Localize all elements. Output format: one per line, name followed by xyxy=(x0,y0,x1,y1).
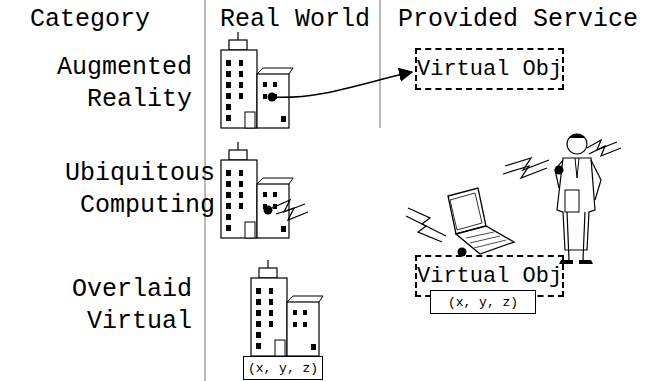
coordinate-box: (x, y, z) xyxy=(430,290,536,314)
table-label: Category xyxy=(30,4,200,36)
table-label: Augmented Reality xyxy=(20,52,192,116)
table-label: Real World xyxy=(220,4,380,36)
table-label: Provided Service xyxy=(398,4,668,36)
table-label: Overlaid Virtual xyxy=(20,274,192,338)
virtual-object-box: Virtual Obj xyxy=(415,48,564,90)
node-text: (x, y, z) xyxy=(448,295,518,310)
table-label: Ubiquitous Computing xyxy=(20,158,215,222)
node-text: Virtual Obj xyxy=(417,57,562,82)
node-text: Virtual Obj xyxy=(417,264,562,289)
coordinate-box: (x, y, z) xyxy=(243,356,323,380)
node-text: (x, y, z) xyxy=(248,361,318,376)
